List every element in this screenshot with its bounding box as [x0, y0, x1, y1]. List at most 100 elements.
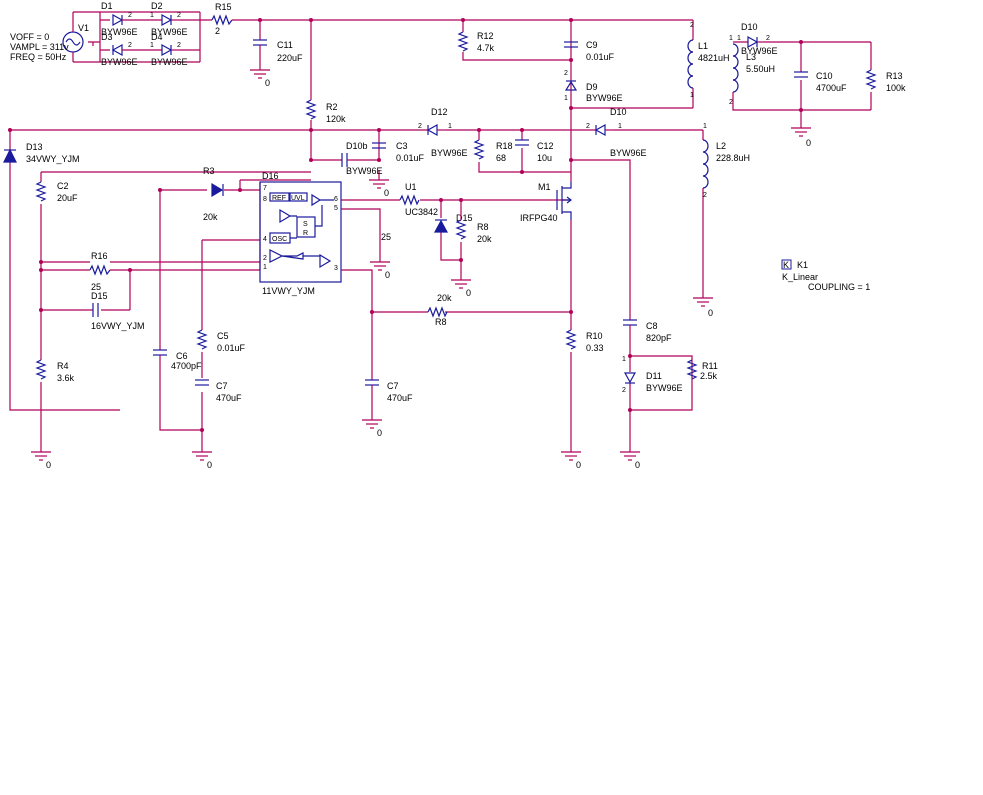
- inductor-l3[interactable]: 1 2 L3 5.50uH: [729, 35, 775, 106]
- inductor-l1[interactable]: 2 1 L1 4821uH: [687, 22, 730, 99]
- r6-value: 0.01uF: [217, 343, 246, 353]
- capacitor-c6[interactable]: C7 470uF: [195, 379, 242, 403]
- d15-label: D15: [456, 213, 473, 223]
- r2-value: 120k: [326, 114, 346, 124]
- r11-label: R11: [702, 361, 718, 371]
- diode-d11[interactable]: 1 2 D11 BYW96E: [622, 356, 683, 410]
- diode-d4[interactable]: D4 BYW96E: [140, 32, 188, 67]
- d12-value: BYW96E: [431, 148, 468, 158]
- capacitor-c10[interactable]: C10 4700uF: [794, 71, 847, 93]
- r5-value: 25: [91, 282, 101, 292]
- d1-value: BYW96E: [101, 27, 138, 37]
- capacitor-c5[interactable]: C6 4700pF: [153, 349, 202, 371]
- capacitor-c2[interactable]: D10b BYW96E: [341, 141, 383, 176]
- resistor-r16[interactable]: U1 UC3842: [399, 182, 438, 217]
- c5-value: 4700pF: [171, 361, 202, 371]
- pin-label: 1: [150, 42, 154, 49]
- r3-label: C2: [57, 181, 69, 191]
- l1-label: L1: [698, 41, 708, 51]
- resistor-r4[interactable]: R4 3.6k: [35, 359, 75, 383]
- r11-value: 2.5k: [700, 371, 718, 381]
- svg-text:0: 0: [384, 188, 389, 198]
- diode-d3[interactable]: D3 BYW96E: [101, 32, 140, 67]
- resistor-r12[interactable]: R12 4.7k: [457, 31, 495, 53]
- svg-text:0: 0: [635, 460, 640, 470]
- d16-value: 20k: [203, 212, 218, 222]
- capacitor-c11[interactable]: C11 220uF: [253, 39, 303, 63]
- svg-text:OSC: OSC: [272, 236, 287, 243]
- r12-label: R12: [477, 31, 494, 41]
- capacitor-c3[interactable]: C3 0.01uF: [372, 141, 425, 163]
- capacitor-c4[interactable]: D15 16VWY_YJM: [91, 291, 145, 331]
- capacitor-c9[interactable]: C9 0.01uF: [564, 40, 615, 62]
- ground-symbol: 0: [362, 419, 382, 438]
- resistor-r17[interactable]: 20k R8: [427, 293, 452, 327]
- d16-label: R3: [203, 166, 215, 176]
- zener-d16[interactable]: R3 20k: [203, 166, 224, 222]
- vampl-param: VAMPL = 311v: [10, 42, 69, 52]
- diode-d12[interactable]: D12 BYW96E 2 1: [418, 107, 468, 158]
- diode-d1[interactable]: D1 BYW96E: [101, 1, 140, 37]
- resistor-r11[interactable]: R11 2.5k: [686, 359, 718, 381]
- pin-label: 2: [729, 99, 733, 106]
- coupling-k1[interactable]: K K1 K_Linear COUPLING = 1: [781, 259, 870, 292]
- l3-label: L3: [746, 52, 756, 62]
- inductor-l2[interactable]: 1 2 L2 228.8uH: [702, 123, 750, 199]
- capacitor-c12[interactable]: C12 10u: [515, 139, 554, 163]
- freq-param: FREQ = 50Hz: [10, 52, 67, 62]
- pin-label: 2: [128, 42, 132, 49]
- r13-label: R13: [886, 71, 903, 81]
- r2-label: R2: [326, 102, 338, 112]
- resistor-r2[interactable]: R2 120k: [305, 99, 346, 124]
- svg-text:1: 1: [263, 264, 267, 271]
- diode-d2[interactable]: D2 BYW96E: [140, 1, 188, 37]
- c4-label: D15: [91, 291, 108, 301]
- c8-value: 820pF: [646, 333, 672, 343]
- svg-text:4: 4: [263, 236, 267, 243]
- ground-symbol: 0: [561, 451, 581, 470]
- zener-d15[interactable]: D15 25: [381, 200, 473, 261]
- resistor-r15[interactable]: R15 2: [211, 2, 233, 36]
- ac-source-v1[interactable]: V1 VOFF = 0 VAMPL = 311v FREQ = 50Hz: [10, 12, 89, 62]
- d15-value: 25: [381, 232, 391, 242]
- r5-label: R16: [91, 251, 108, 261]
- c8-label: C8: [646, 321, 658, 331]
- resistor-r10[interactable]: R10 0.33: [565, 329, 604, 353]
- capacitor-c8[interactable]: C8 820pF: [623, 319, 672, 343]
- diode-d10-aux[interactable]: D10 BYW96E 2 1: [586, 107, 647, 158]
- d9-label: D9: [586, 82, 598, 92]
- resistor-r13[interactable]: R13 100k: [865, 69, 906, 93]
- ground-symbol: 0: [192, 451, 212, 470]
- d3-label: D3: [101, 32, 113, 42]
- diode-d9[interactable]: D9 BYW96E: [564, 80, 623, 103]
- c3-label: C3: [396, 141, 408, 151]
- r13-value: 100k: [886, 83, 906, 93]
- ic-u1-uc3842[interactable]: D16 11VWY_YJM 7 8 4 2 1 6 5 3 REF UVL OS…: [259, 171, 342, 296]
- r8-value: 20k: [477, 234, 492, 244]
- d10-aux-value: BYW96E: [610, 148, 647, 158]
- pin-label: 2: [177, 42, 181, 49]
- c6-label: C7: [216, 381, 228, 391]
- d10-value: BYW96E: [741, 46, 778, 56]
- diode-d10[interactable]: D10 BYW96E 1 2: [737, 22, 778, 56]
- svg-text:0: 0: [377, 428, 382, 438]
- c11-label: C11: [277, 40, 293, 50]
- pin-label: 1: [703, 123, 707, 130]
- resistor-r6[interactable]: C5 0.01uF: [196, 329, 246, 353]
- d1-label: D1: [101, 1, 113, 11]
- capacitor-c7[interactable]: C7 470uF: [365, 379, 413, 403]
- resistor-r18[interactable]: R18 68: [473, 139, 513, 163]
- resistor-r8[interactable]: R8 20k: [455, 200, 492, 280]
- svg-text:3: 3: [334, 265, 338, 272]
- l2-value: 228.8uH: [716, 153, 750, 163]
- mosfet-m1[interactable]: M1 IRFPG40: [520, 182, 572, 223]
- svg-text:0: 0: [708, 308, 713, 318]
- pin-label: 1: [150, 12, 154, 19]
- svg-text:UVL: UVL: [291, 195, 305, 202]
- c6-value: 470uF: [216, 393, 242, 403]
- zener-d13[interactable]: D13 34VWY_YJM: [3, 142, 80, 164]
- resistor-r5[interactable]: R16 25: [89, 251, 111, 292]
- resistor-r3[interactable]: C2 20uF: [35, 181, 78, 203]
- d10-label: D10: [741, 22, 758, 32]
- c4-value: 16VWY_YJM: [91, 321, 145, 331]
